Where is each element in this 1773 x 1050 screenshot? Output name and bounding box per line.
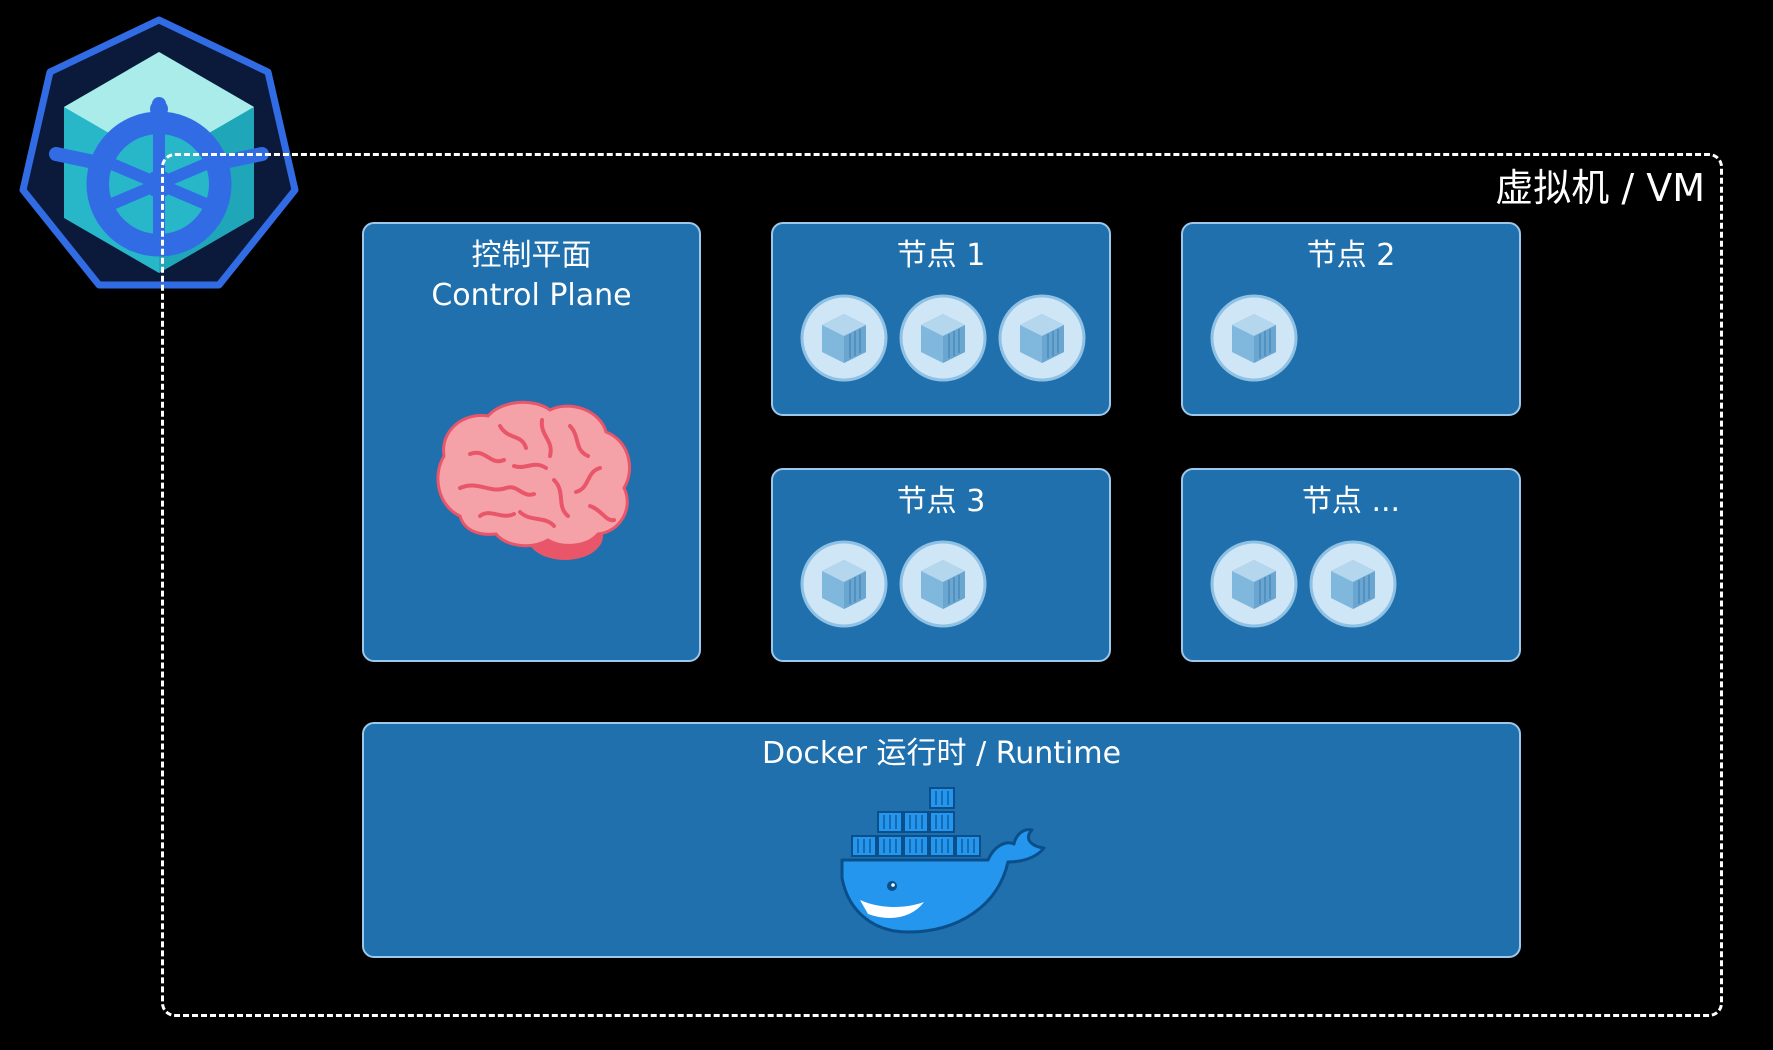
control-plane-title-en: Control Plane (431, 278, 632, 313)
vm-label: 虚拟机 / VM (1495, 166, 1705, 210)
node-title: 节点 2 (1306, 238, 1396, 273)
node-panel: 节点 1 (771, 222, 1111, 416)
kubernetes-logo-icon (19, 16, 299, 289)
docker-whale-icon (840, 787, 1046, 934)
container-cube-icon (1210, 294, 1298, 382)
container-cube-icon (1210, 540, 1298, 628)
container-cube-icon (800, 294, 888, 382)
container-cube-icon (998, 294, 1086, 382)
container-cube-icon (899, 294, 987, 382)
node-title: 节点 3 (896, 484, 986, 519)
node-panel: 节点 3 (771, 468, 1111, 662)
container-cube-icon (1309, 540, 1397, 628)
brain-icon (436, 400, 632, 560)
node-panel: 节点 2 (1181, 222, 1521, 416)
control-plane-title-cn: 控制平面 (471, 238, 592, 273)
node-panel: 节点 ... (1181, 468, 1521, 662)
runtime-panel: Docker 运行时 / Runtime (362, 722, 1521, 958)
runtime-title: Docker 运行时 / Runtime (761, 736, 1122, 771)
vm-boundary (161, 153, 1723, 1017)
container-cube-icon (899, 540, 987, 628)
container-cube-icon (800, 540, 888, 628)
control-plane-panel: 控制平面 Control Plane (362, 222, 701, 662)
node-title: 节点 ... (1301, 484, 1401, 519)
node-title: 节点 1 (896, 238, 986, 273)
